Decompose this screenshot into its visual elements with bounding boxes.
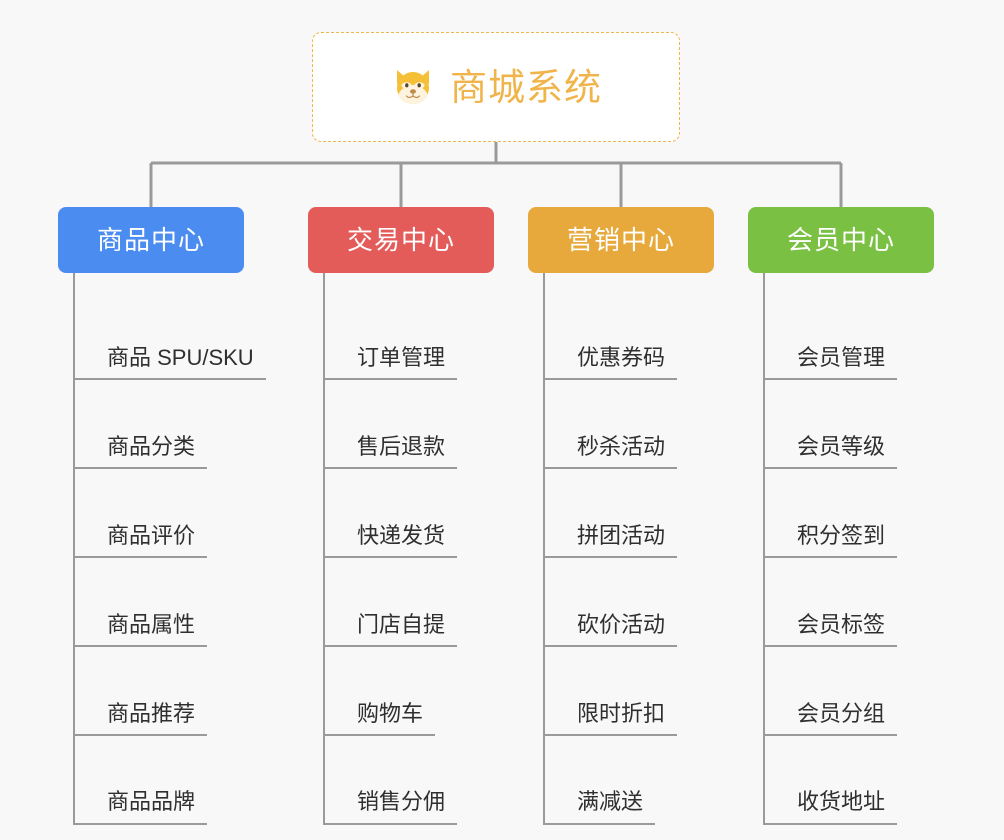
leaf-item[interactable]: 砍价活动 [545, 558, 748, 647]
leaf-label: 商品评价 [75, 522, 208, 558]
leaf-item[interactable]: 满减送 [545, 736, 748, 825]
category-header-label-3: 会员中心 [786, 225, 895, 255]
leaf-item[interactable]: 商品品牌 [75, 736, 278, 825]
leaf-label: 会员等级 [765, 433, 898, 469]
leaf-item[interactable]: 销售分佣 [325, 736, 528, 825]
category-header-label-2: 营销中心 [566, 225, 675, 255]
leaf-label: 会员分组 [765, 700, 898, 736]
leaf-label: 优惠券码 [545, 344, 678, 380]
leaf-label: 商品推荐 [75, 700, 208, 736]
category-column-会员中心: 会员中心 会员管理 会员等级 积分签到 会员标签 会员分组 收货地址 [748, 207, 968, 825]
category-header-label-1: 交易中心 [346, 225, 455, 255]
leaf-item[interactable]: 拼团活动 [545, 469, 748, 558]
root-title: 商城系统 [450, 66, 602, 108]
leaf-label: 商品 SPU/SKU [75, 344, 266, 380]
leaf-label: 砍价活动 [545, 611, 678, 647]
leaf-label: 限时折扣 [545, 700, 678, 736]
leaf-item[interactable]: 商品评价 [75, 469, 278, 558]
leaf-label: 积分签到 [765, 522, 898, 558]
leaf-item[interactable]: 购物车 [325, 647, 528, 736]
leaf-label: 商品属性 [75, 611, 208, 647]
leaf-label: 满减送 [545, 788, 656, 825]
category-header-1[interactable]: 交易中心 [308, 207, 494, 273]
leaf-label: 快递发货 [325, 522, 458, 558]
leaf-item[interactable]: 售后退款 [325, 380, 528, 469]
leaf-list-0: 商品 SPU/SKU 商品分类 商品评价 商品属性 商品推荐 商品品牌 [73, 273, 278, 825]
category-header-0[interactable]: 商品中心 [58, 207, 244, 273]
leaf-item[interactable]: 快递发货 [325, 469, 528, 558]
leaf-item[interactable]: 订单管理 [325, 291, 528, 380]
leaf-label: 收货地址 [765, 788, 898, 825]
leaf-item[interactable]: 积分签到 [765, 469, 968, 558]
leaf-item[interactable]: 收货地址 [765, 736, 968, 825]
leaf-item[interactable]: 秒杀活动 [545, 380, 748, 469]
leaf-label: 门店自提 [325, 611, 458, 647]
leaf-label: 售后退款 [325, 433, 458, 469]
category-header-3[interactable]: 会员中心 [748, 207, 934, 273]
leaf-item[interactable]: 优惠券码 [545, 291, 748, 380]
leaf-label: 订单管理 [325, 344, 458, 380]
category-column-商品中心: 商品中心 商品 SPU/SKU 商品分类 商品评价 商品属性 商品推荐 商品品牌 [58, 207, 278, 825]
leaf-item[interactable]: 商品分类 [75, 380, 278, 469]
category-header-label-0: 商品中心 [96, 225, 205, 255]
leaf-list-1: 订单管理 售后退款 快递发货 门店自提 购物车 销售分佣 [323, 273, 528, 825]
root-node[interactable]: 商城系统 [312, 32, 680, 142]
leaf-item[interactable]: 商品推荐 [75, 647, 278, 736]
leaf-item[interactable]: 会员标签 [765, 558, 968, 647]
leaf-list-2: 优惠券码 秒杀活动 拼团活动 砍价活动 限时折扣 满减送 [543, 273, 748, 825]
category-column-交易中心: 交易中心 订单管理 售后退款 快递发货 门店自提 购物车 销售分佣 [308, 207, 528, 825]
leaf-label: 销售分佣 [325, 788, 458, 825]
leaf-label: 商品分类 [75, 433, 208, 469]
leaf-item[interactable]: 商品属性 [75, 558, 278, 647]
leaf-label: 会员标签 [765, 611, 898, 647]
leaf-item[interactable]: 商品 SPU/SKU [75, 291, 278, 380]
category-column-营销中心: 营销中心 优惠券码 秒杀活动 拼团活动 砍价活动 限时折扣 满减送 [528, 207, 748, 825]
leaf-item[interactable]: 门店自提 [325, 558, 528, 647]
category-header-2[interactable]: 营销中心 [528, 207, 714, 273]
leaf-label: 秒杀活动 [545, 433, 678, 469]
leaf-label: 商品品牌 [75, 788, 208, 825]
leaf-item[interactable]: 限时折扣 [545, 647, 748, 736]
leaf-item[interactable]: 会员等级 [765, 380, 968, 469]
leaf-label: 拼团活动 [545, 522, 678, 558]
leaf-item[interactable]: 会员分组 [765, 647, 968, 736]
leaf-label: 购物车 [325, 700, 436, 736]
leaf-item[interactable]: 会员管理 [765, 291, 968, 380]
leaf-list-3: 会员管理 会员等级 积分签到 会员标签 会员分组 收货地址 [763, 273, 968, 825]
dog-face-icon [390, 64, 436, 110]
leaf-label: 会员管理 [765, 344, 898, 380]
